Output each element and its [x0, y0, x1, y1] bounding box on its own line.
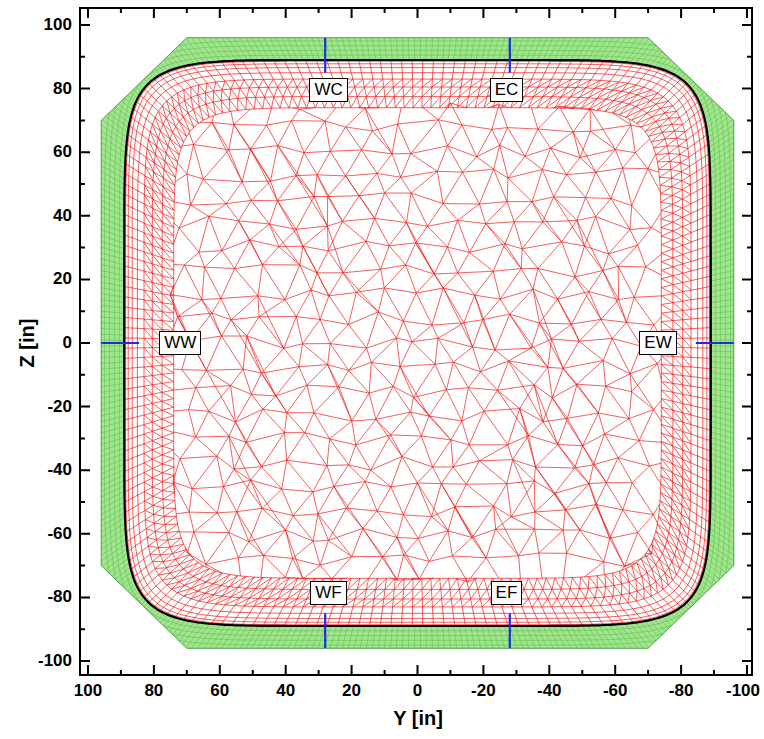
- probe-name: EF: [496, 583, 518, 602]
- tick-label: -60: [603, 681, 628, 701]
- outer-layer: [101, 38, 734, 649]
- probe-label-box: WC: [309, 78, 347, 102]
- tick-label: 100: [44, 15, 72, 35]
- tick-label: -80: [669, 681, 694, 701]
- tick-label: -80: [47, 587, 72, 607]
- probe-name: EC: [495, 80, 519, 99]
- tick-label: -40: [47, 460, 72, 480]
- probe-label-box: EC: [490, 78, 524, 102]
- probe-name: EW: [644, 333, 671, 352]
- probe-label-box: WW: [159, 331, 201, 355]
- outer-layer-mesh: [75, 12, 760, 673]
- probe-name: WF: [315, 583, 341, 602]
- tick-label: 20: [342, 681, 361, 701]
- tick-label: 80: [53, 79, 72, 99]
- tick-label: 100: [74, 681, 102, 701]
- probe-name: WC: [314, 80, 342, 99]
- tick-label: 0: [413, 681, 422, 701]
- axis-title: Z [in]: [15, 319, 39, 368]
- tick-label: -60: [47, 524, 72, 544]
- probe-name: WW: [164, 333, 196, 352]
- tick-label: -100: [726, 681, 760, 701]
- interface-boundary: [124, 60, 711, 626]
- tick-label: -20: [471, 681, 496, 701]
- tick-label: 80: [144, 681, 163, 701]
- tick-label: 0: [63, 333, 72, 353]
- inner-mesh: [124, 60, 711, 626]
- probe-label-box: EW: [639, 331, 676, 355]
- tick-label: -20: [47, 397, 72, 417]
- plot-frame: [80, 8, 752, 675]
- outer-boundary: [101, 38, 734, 649]
- probe-label-box: EF: [491, 581, 523, 605]
- axis-title: Y [in]: [393, 706, 443, 730]
- tick-label: 60: [53, 142, 72, 162]
- tick-label: 40: [53, 206, 72, 226]
- tick-label: -40: [537, 681, 562, 701]
- tick-label: -100: [38, 651, 72, 671]
- tick-label: 40: [276, 681, 295, 701]
- tick-label: 20: [53, 269, 72, 289]
- probe-label-box: WF: [310, 581, 346, 605]
- tick-label: 60: [210, 681, 229, 701]
- probe-line: [101, 38, 734, 649]
